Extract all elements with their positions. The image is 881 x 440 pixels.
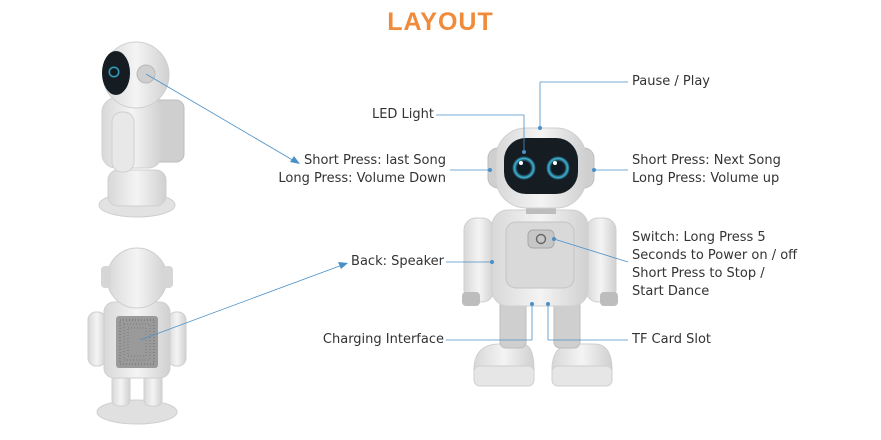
robot-back-view xyxy=(87,247,187,425)
label-switch-line1: Switch: Long Press 5 xyxy=(632,230,766,245)
leader-switch xyxy=(553,238,629,263)
label-right-long-press: Long Press: Volume up xyxy=(632,171,780,186)
label-back-speaker: Back: Speaker xyxy=(351,254,444,269)
label-tf-card-slot: TF Card Slot xyxy=(632,332,712,347)
label-switch-line3: Short Press to Stop / xyxy=(632,266,765,281)
robot-front-view xyxy=(462,127,618,387)
arrow-back-speaker xyxy=(139,263,346,341)
label-pause-play: Pause / Play xyxy=(632,74,710,89)
label-switch-line4: Start Dance xyxy=(632,284,710,299)
label-left-long-press: Long Press: Volume Down xyxy=(278,171,446,186)
label-led-light: LED Light xyxy=(371,107,434,122)
page-title: LAYOUT xyxy=(387,8,494,36)
label-charging-interface: Charging Interface xyxy=(322,332,444,347)
arrowheads xyxy=(290,126,596,306)
leader-lines xyxy=(139,73,629,341)
label-switch-line2: Seconds to Power on / off xyxy=(632,248,798,263)
label-left-short-press: Short Press: last Song xyxy=(303,153,446,168)
label-right-short-press: Short Press: Next Song xyxy=(632,153,781,168)
robot-side-view xyxy=(98,41,185,218)
arrow-side-button xyxy=(145,73,297,163)
